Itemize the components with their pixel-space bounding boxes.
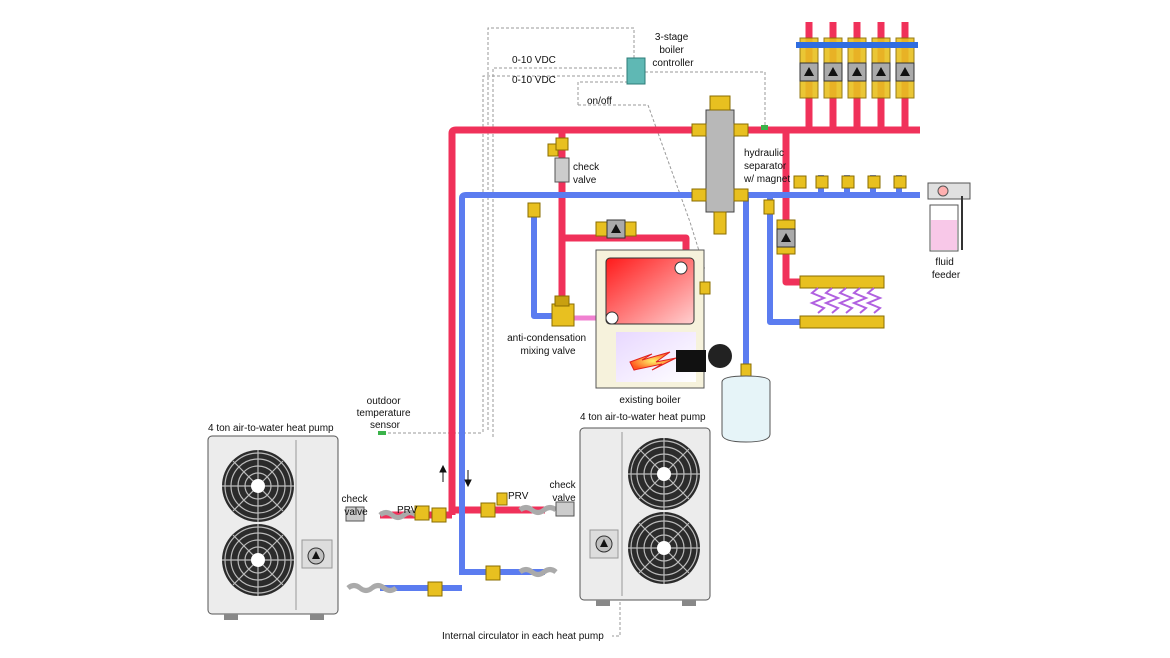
- heat-pump-left-label: 4 ton air-to-water heat pump: [208, 423, 334, 434]
- hydraulic-separator: [691, 95, 749, 235]
- radiant-manifold: [799, 275, 885, 329]
- existing-boiler: [595, 249, 732, 389]
- separator-label: hydraulic separator w/ magnet: [743, 148, 790, 185]
- check-valve-top: [547, 137, 570, 183]
- control-wiring: [388, 27, 766, 637]
- mixing-valve-label: anti-condensation mixing valve: [507, 333, 589, 357]
- fluid-feeder: [927, 182, 971, 252]
- signal-label-1: 0-10 VDC: [512, 55, 556, 66]
- zone-return-valves: [793, 175, 907, 189]
- heat-pump-valves: [345, 492, 575, 597]
- expansion-tank: [721, 363, 771, 443]
- supply-sensor: [761, 125, 768, 130]
- heat-pump-left: [207, 435, 339, 620]
- prv-right-label: PRV: [508, 491, 529, 502]
- mixing-valve: [551, 295, 575, 327]
- flex-hoses: [346, 505, 558, 593]
- boiler-controller: [626, 57, 646, 85]
- controller-label: 3-stage boiler controller: [652, 32, 694, 69]
- manifold-circulator: [763, 199, 796, 255]
- outdoor-sensor-label: outdoor temperature sensor: [357, 396, 414, 431]
- fluid-feeder-label: fluid feeder: [932, 257, 961, 281]
- check-valve-left-label: check valve: [342, 494, 371, 518]
- boiler-label: existing boiler: [619, 395, 681, 406]
- circulator-note: Internal circulator in each heat pump: [442, 631, 604, 642]
- outdoor-sensor: [378, 431, 386, 435]
- check-valve-right-label: check valve: [550, 480, 579, 504]
- heat-pump-right: [579, 427, 711, 606]
- boiler-circulator: [595, 219, 637, 239]
- on-off-label: on/off: [587, 96, 612, 107]
- return-air-vent: [527, 202, 541, 218]
- signal-label-2: 0-10 VDC: [512, 75, 556, 86]
- flow-arrows: [439, 464, 472, 488]
- heat-pump-right-label: 4 ton air-to-water heat pump: [580, 412, 706, 423]
- zone-circulators: [796, 37, 918, 99]
- prv-left-label: PRV: [397, 505, 418, 516]
- check-valve-top-label: check valve: [573, 162, 602, 186]
